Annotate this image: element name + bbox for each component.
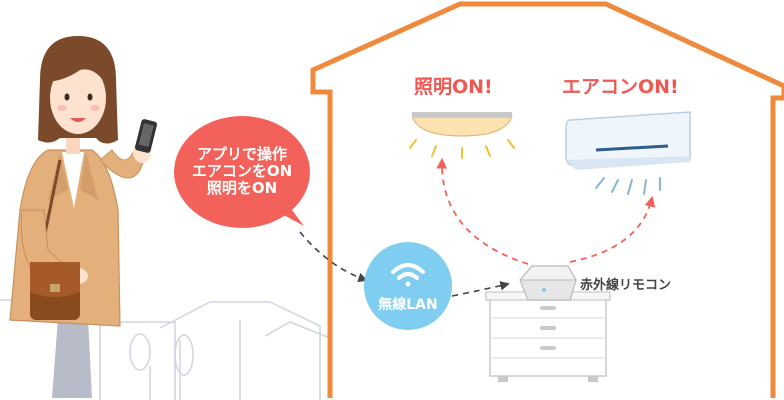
bubble-line-1: アプリで操作 [196,145,287,163]
arrow-remote-to-aircon [569,195,656,263]
smart-remote-icon [519,265,577,301]
speech-bubble-text: アプリで操作 エアコンをON 照明をON [176,146,308,197]
arrow-wifi-to-remote [451,281,510,297]
woman-with-smartphone [9,36,157,398]
arrow-remote-to-light [436,157,529,265]
wifi-icon [391,263,425,287]
ceiling-light-icon [409,112,515,159]
air-conditioner-icon [565,111,691,195]
bubble-line-2: エアコンをON [191,162,293,180]
ir-remote-label: 赤外線リモコン [580,278,672,293]
background-houses [0,277,331,400]
wifi-label: 無線LAN [378,297,438,313]
light-on-label: 照明ON! [414,76,493,98]
dresser [485,291,611,382]
bubble-line-3: 照明をON [206,179,278,197]
speech-bubble [174,116,310,228]
arrow-phone-to-wifi [299,231,368,283]
house-outline [310,1,784,398]
aircon-on-label: エアコンON! [562,76,679,98]
